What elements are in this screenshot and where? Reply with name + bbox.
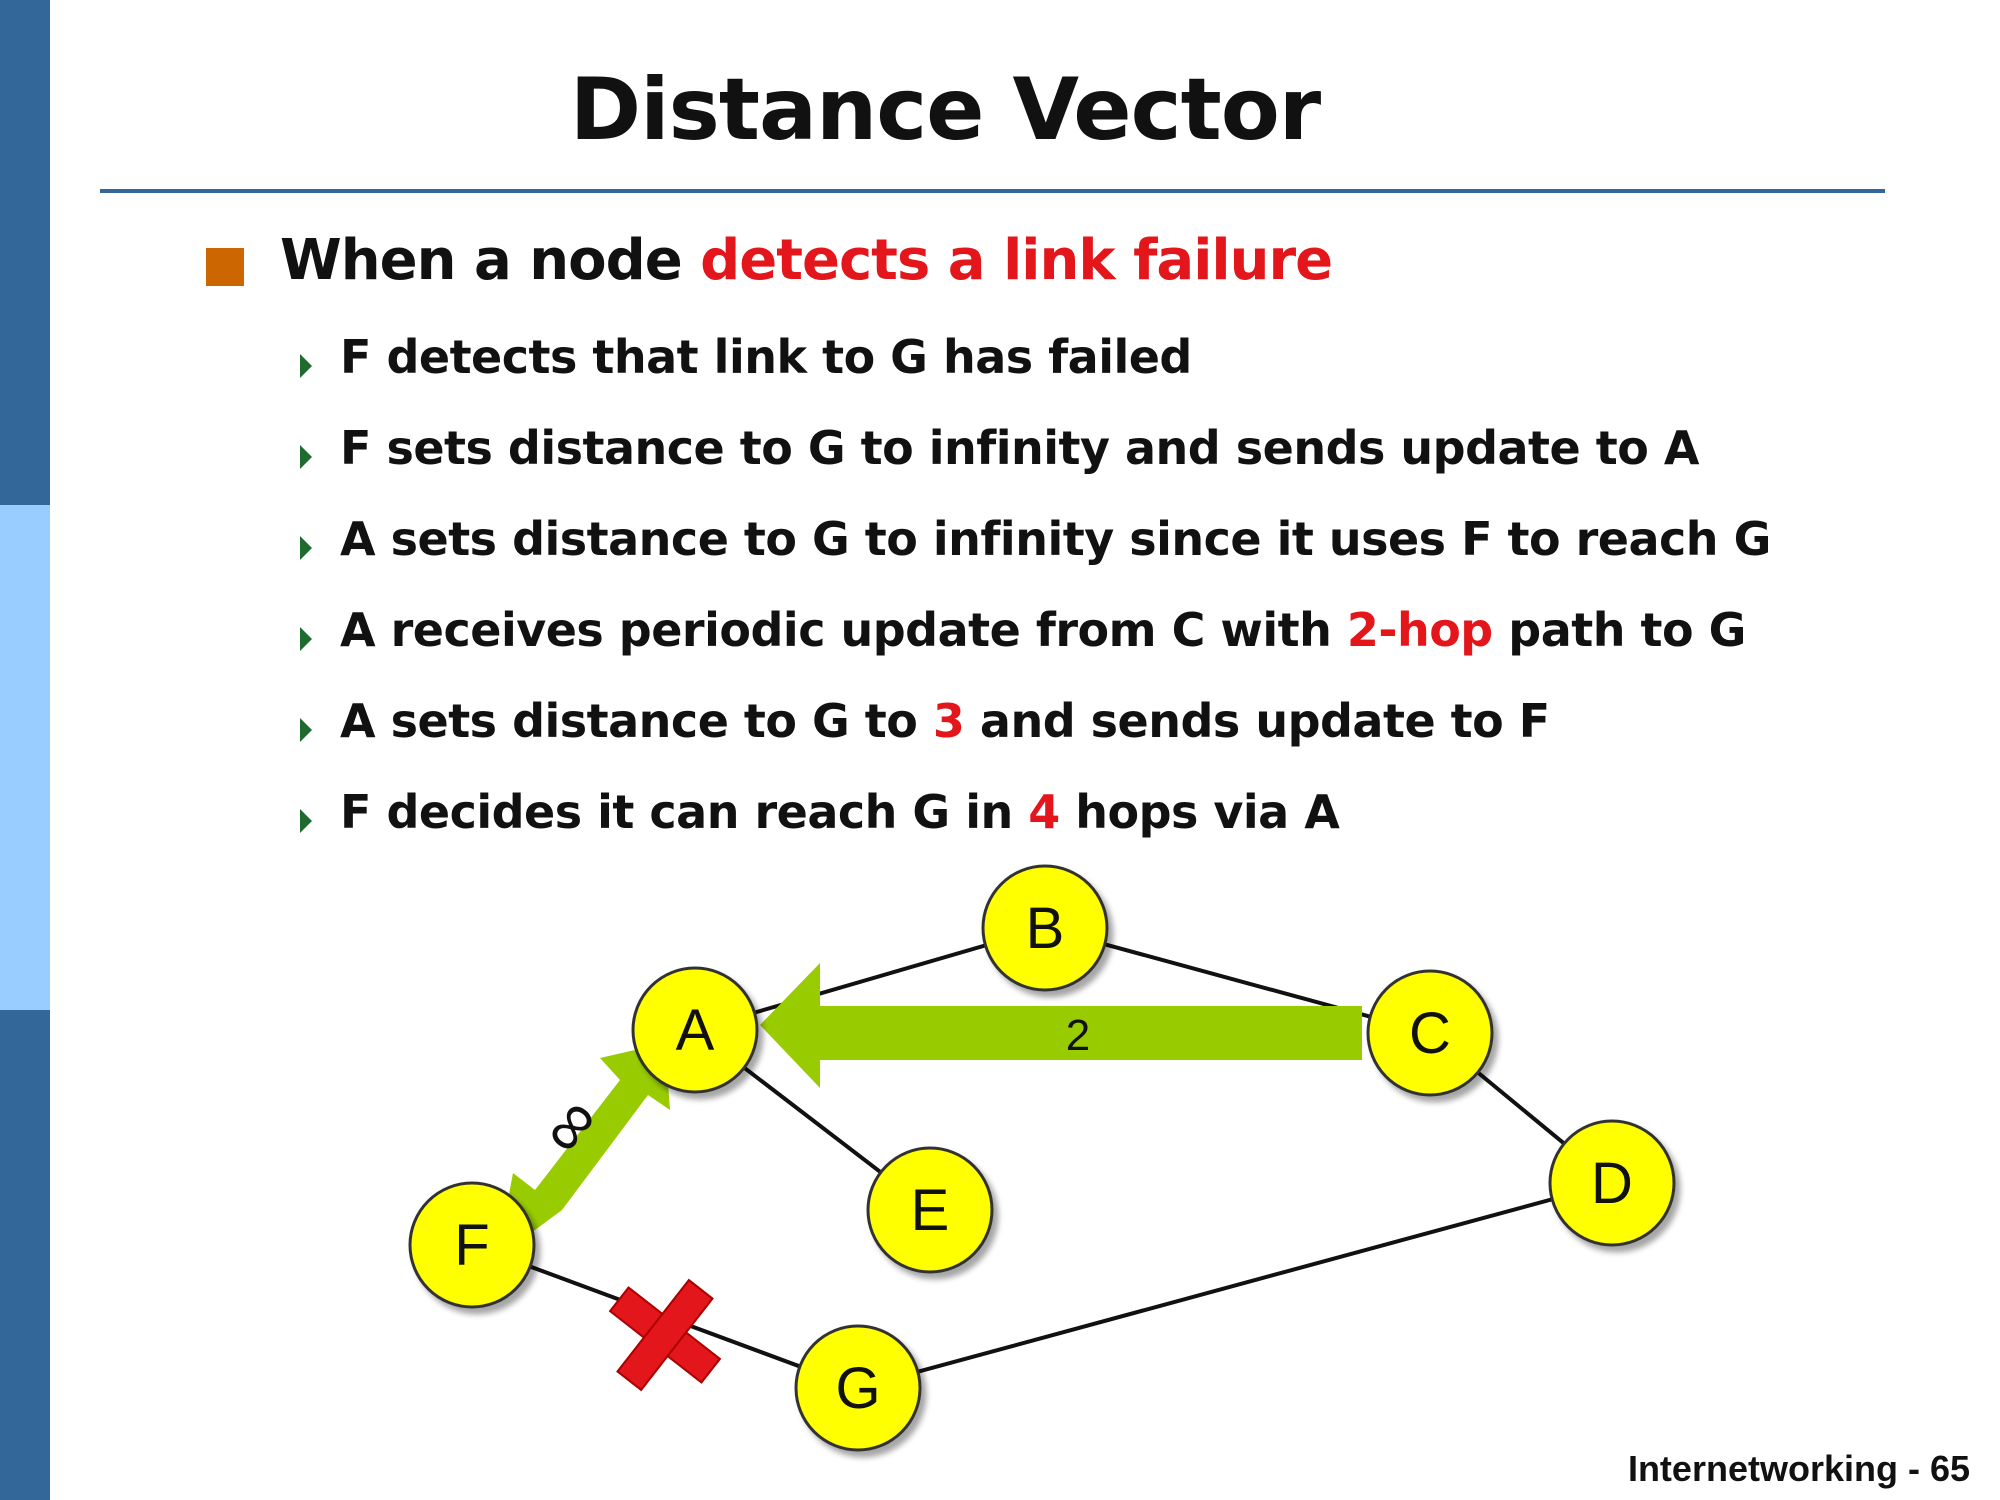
update-arrow-label: 2 [1066,1011,1090,1060]
main-bullet-highlight: detects a link failure [700,228,1333,293]
sub-bullet-item: A sets distance to G to infinity since i… [300,512,1800,603]
infinity-arrow-placeholder [498,1040,668,1257]
title-divider [100,189,1885,193]
triangle-bullet-icon [300,445,312,469]
sub-bullet-item: F sets distance to G to infinity and sen… [300,421,1800,512]
triangle-bullet-icon [300,809,312,833]
sub-bullet-text: A receives periodic update from C with 2… [340,603,1746,657]
node-label: C [1409,1001,1451,1066]
main-bullet-prefix: When a node [280,228,701,293]
slide-title: Distance Vector [569,60,1321,160]
node-e: E [866,1146,994,1274]
triangle-bullet-icon [300,627,312,651]
sub-bullet-text: F detects that link to G has failed [340,330,1192,384]
node-circle [1548,1119,1676,1247]
triangle-bullet-icon [300,354,312,378]
sub-bullet-list: F detects that link to G has failed F set… [300,330,1800,876]
highlight-text: 4 [1028,785,1060,839]
link-D-G [857,1181,1613,1390]
body-text: A sets distance to G to infinity since i… [340,512,1771,566]
sub-bullet-item: F decides it can reach G in 4 hops via A [300,785,1800,876]
side-accent-bar [0,0,50,1500]
body-text: F detects that link to G has failed [340,330,1192,384]
body-text: A sets distance to G to [340,694,933,748]
sub-bullet-text: A sets distance to G to 3 and sends upda… [340,694,1550,748]
main-bullet-text: When a node detects a link failure [280,228,1333,293]
sub-bullet-item: F detects that link to G has failed [300,330,1800,421]
link-A-E [693,1028,932,1212]
node-label: D [1591,1151,1633,1216]
side-bar-segment-middle [0,505,50,1010]
node-g: G [794,1324,922,1452]
highlight-text: 2-hop [1346,603,1493,657]
square-bullet-icon [206,248,244,286]
side-bar-segment-bottom [0,1010,50,1500]
node-label: E [911,1178,950,1243]
node-circle [981,864,1109,992]
node-circle [866,1146,994,1274]
node-a: A [631,966,759,1094]
body-text: hops via A [1059,785,1340,839]
body-text: F decides it can reach G in [340,785,1029,839]
side-bar-segment-top [0,0,50,505]
link-C-D [1428,1031,1614,1185]
x-bar-1 [608,1286,722,1384]
link-failure-x-icon [608,1278,722,1392]
triangle-bullet-icon [300,536,312,560]
body-text: F sets distance to G to infinity and sen… [340,421,1699,475]
body-text: A receives periodic update from C with [340,603,1347,657]
node-c: C [1366,969,1494,1097]
node-circle [408,1181,536,1309]
sub-bullet-item: A sets distance to G to 3 and sends upda… [300,694,1800,785]
link-A-B [694,926,1046,1032]
node-d: D [1548,1119,1676,1247]
node-f: F [408,1181,536,1309]
node-label: B [1026,896,1065,961]
x-bar-2 [616,1278,714,1392]
triangle-bullet-icon [300,718,312,742]
body-text: path to G [1492,603,1746,657]
update-arrow-c-to-a [760,963,1362,1088]
node-circle [1366,969,1494,1097]
body-text: and sends update to F [964,694,1550,748]
node-circle [794,1324,922,1452]
link-F-G [471,1243,859,1390]
sub-bullet-text: A sets distance to G to infinity since i… [340,512,1771,566]
node-label: F [454,1213,489,1278]
highlight-text: 3 [932,694,965,748]
sub-bullet-text: F decides it can reach G in 4 hops via A [340,785,1340,839]
infinity-symbol: ∞ [523,1082,615,1169]
node-b: B [981,864,1109,992]
node-circle [631,966,759,1094]
node-label: A [676,998,715,1063]
node-label: G [835,1356,880,1421]
link-B-C [1044,926,1431,1035]
slide-footer: Internetworking - 65 [1627,1448,1970,1489]
sub-bullet-text: F sets distance to G to infinity and sen… [340,421,1699,475]
infinity-arrow-f-a [497,1043,670,1258]
sub-bullet-item: A receives periodic update from C with 2… [300,603,1800,694]
